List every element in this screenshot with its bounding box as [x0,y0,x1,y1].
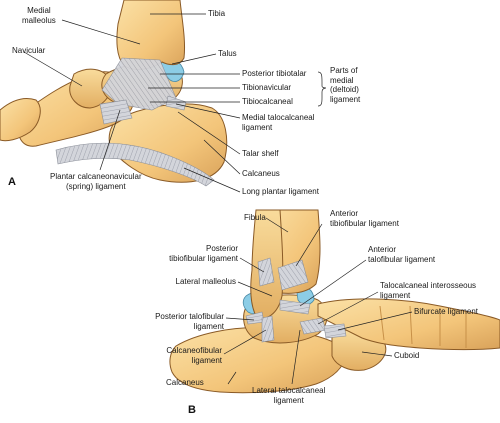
spring-ligament-a [99,99,133,125]
leader-posterior-tibiofibular [239,257,265,273]
leader-calcaneofibular [223,329,267,355]
leader-calcaneus-b [227,371,237,385]
label-anterior-tibiofibular: Anterior tibiofibular ligament [330,209,399,228]
anterior-tibiofibular-lig-b [277,259,309,291]
label-spring-ligament: Plantar calcaneonavicular (spring) ligam… [50,172,142,191]
label-lateral-talocalcaneal: Lateral talocalcaneal ligament [252,386,326,405]
label-posterior-tibiotalar: Posterior tibiotalar [242,69,307,78]
medial-talocalcaneal-lig-a [165,95,187,111]
leader-calcaneus-a [203,139,241,175]
leader-posterior-talofibular [225,317,255,321]
label-posterior-talofibular: Posterior talofibular ligament [155,312,224,331]
label-talar-shelf: Talar shelf [242,149,279,158]
label-tibionavicular: Tibionavicular [242,83,292,92]
leader-medial-talocalcaneal [175,103,241,119]
panel-letter-a: A [8,176,16,188]
label-talus: Talus [218,49,237,58]
label-calcaneus-a: Calcaneus [242,169,280,178]
label-medial-malleolus: Medial malleolus [22,6,56,25]
deltoid-ligament-a [101,57,177,111]
label-tibiocalcaneal: Tibiocalcaneal [242,97,293,106]
leader-medial-malleolus [61,19,141,45]
anterior-talofibular-lig-b [279,299,311,315]
navicular-bone-a [69,68,112,109]
panel-b-illustration [169,209,500,394]
panel-letter-b: B [188,404,196,416]
label-posterior-tibiofibular: Posterior tibiofibular ligament [169,244,238,263]
label-fibula: Fibula [244,213,266,222]
metatarsal-lines-b [379,305,467,348]
label-bifurcate: Bifurcate ligament [414,307,479,316]
leader-bifurcate [337,311,413,331]
label-calcaneus-b: Calcaneus [166,378,204,387]
leader-fibula [265,217,289,233]
label-talocalcaneal-interosseous: Talocalcaneal interosseous ligament [380,281,477,300]
label-navicular: Navicular [12,46,46,55]
label-calcaneofibular: Calcaneofibular ligament [166,346,222,365]
deltoid-brace [317,71,327,107]
posterior-tibiofibular-lig-b [257,257,275,287]
leader-lines [23,13,413,385]
calcaneofibular-lig-b [261,315,275,343]
leader-talus [171,53,217,65]
leader-anterior-tibiofibular [295,223,323,267]
leader-spring-ligament [99,109,121,171]
label-medial-talocalcaneal: Medial talocalcaneal ligament [242,113,315,132]
label-lateral-malleolus: Lateral malleolus [175,277,236,286]
panel-a-illustration [0,0,228,187]
forefoot-bones-b [317,298,500,350]
leader-anterior-talofibular [299,259,367,307]
leader-cuboid [361,351,393,357]
leader-talocalcaneal-interosseous [317,291,379,325]
label-cuboid: Cuboid [394,351,420,360]
label-tibia: Tibia [208,9,226,18]
leader-long-plantar [183,167,241,193]
label-long-plantar: Long plantar ligament [242,187,319,196]
bifurcate-lig-b [323,323,347,339]
leader-lateral-talocalcaneal [291,329,301,385]
label-deltoid-group: Parts of medial (deltoid) ligament [330,66,361,104]
tibia-bone-a [116,0,185,70]
leader-talar-shelf [177,111,241,155]
forefoot-bones-a [0,97,41,142]
long-plantar-ligament-a [55,142,215,187]
leader-lateral-malleolus [237,281,273,297]
label-anterior-talofibular: Anterior talofibular ligament [368,245,436,264]
leader-navicular [23,51,83,87]
